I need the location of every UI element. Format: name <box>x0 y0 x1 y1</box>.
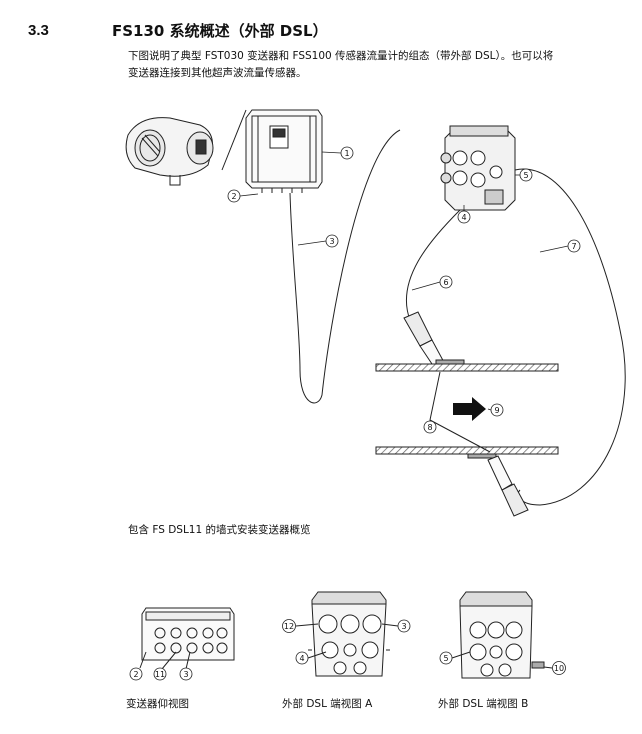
figure-caption: 包含 FS DSL11 的墙式安装变送器概览 <box>128 524 311 536</box>
svg-text:10: 10 <box>554 664 564 673</box>
svg-text:5: 5 <box>523 171 528 180</box>
transmitter-bottom-view <box>139 607 235 670</box>
bottom-callout-3: 3 <box>179 667 193 681</box>
section-title: FS130 系统概述（外部 DSL） <box>112 22 328 40</box>
intro-line-2: 变送器连接到其他超声波流量传感器。 <box>128 67 307 79</box>
pipe-top-wall <box>375 359 559 372</box>
wall-mount-transmitter <box>245 109 323 193</box>
svg-text:12: 12 <box>284 622 294 631</box>
dsl-end-view-a <box>295 591 399 677</box>
divider-line <box>221 109 247 171</box>
svg-text:3: 3 <box>401 622 406 631</box>
dsl-b-label: 外部 DSL 端视图 B <box>438 698 529 710</box>
svg-text:6: 6 <box>443 278 448 287</box>
pipe-bottom-wall <box>375 446 559 459</box>
svg-text:4: 4 <box>299 654 304 663</box>
signal-path <box>429 371 491 453</box>
callout-8: 8 <box>423 420 437 434</box>
lower-sensor <box>487 455 529 517</box>
callout-5: 5 <box>519 168 533 182</box>
svg-text:5: 5 <box>443 654 448 663</box>
callout-7: 7 <box>567 239 581 253</box>
callout-3: 3 <box>325 234 339 248</box>
svg-text:7: 7 <box>571 242 576 251</box>
remote-transmitter-illustration <box>125 117 214 186</box>
svg-text:3: 3 <box>183 670 188 679</box>
svg-text:8: 8 <box>427 423 432 432</box>
callout-6: 6 <box>439 275 453 289</box>
svg-text:4: 4 <box>461 213 466 222</box>
svg-text:2: 2 <box>133 670 138 679</box>
bottom-view-label: 变送器仰视图 <box>126 698 189 710</box>
dsl-a-callout-3: 3 <box>397 619 411 633</box>
callout-2: 2 <box>227 189 241 203</box>
dsl-b-callout-10: 10 <box>552 661 566 675</box>
svg-text:11: 11 <box>155 670 165 679</box>
dsl-a-label: 外部 DSL 端视图 A <box>282 698 373 710</box>
svg-text:1: 1 <box>344 149 349 158</box>
cable-7 <box>514 168 626 506</box>
dsl-b-callout-5: 5 <box>439 651 453 665</box>
svg-text:2: 2 <box>231 192 236 201</box>
cable-6 <box>405 209 461 321</box>
callout-4: 4 <box>457 210 471 224</box>
cable-3 <box>289 129 401 404</box>
flow-arrow <box>453 397 486 421</box>
dsl-a-callout-12: 12 <box>282 619 296 633</box>
external-dsl-unit <box>440 125 516 211</box>
bottom-callout-2: 2 <box>129 667 143 681</box>
intro-line-1: 下图说明了典型 FST030 变送器和 FSS100 传感器流量计的组态（带外部… <box>128 50 554 62</box>
intro-paragraph: 下图说明了典型 FST030 变送器和 FSS100 传感器流量计的组态（带外部… <box>128 48 608 82</box>
section-number: 3.3 <box>28 22 49 39</box>
callout-9: 9 <box>490 403 504 417</box>
svg-text:9: 9 <box>494 406 499 415</box>
dsl-a-callout-4: 4 <box>295 651 309 665</box>
svg-text:3: 3 <box>329 237 334 246</box>
callout-1: 1 <box>340 146 354 160</box>
dsl-end-view-b <box>451 591 553 679</box>
bottom-callout-11: 11 <box>153 667 167 681</box>
